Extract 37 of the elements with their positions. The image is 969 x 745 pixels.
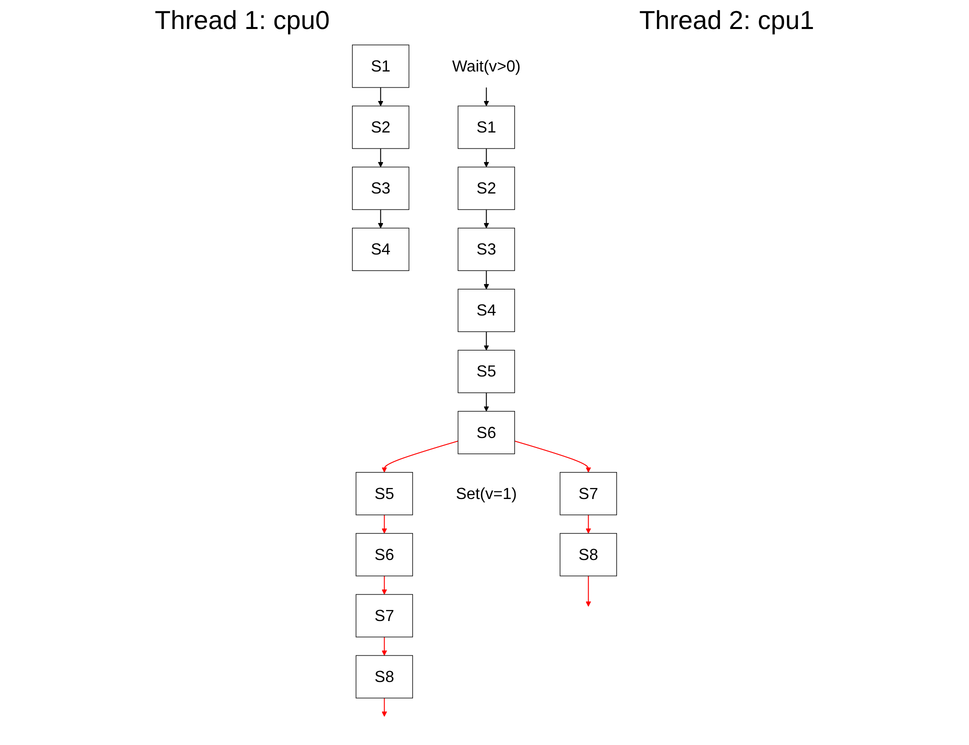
arrow — [382, 440, 458, 473]
column-heading: Thread 2: cpu1 — [639, 4, 814, 36]
node-box: S3 — [458, 228, 515, 271]
node-box: S6 — [458, 410, 515, 454]
node-box: S2 — [352, 106, 410, 149]
node-box: S7 — [356, 594, 413, 638]
node-box: S1 — [458, 106, 515, 149]
arrow — [586, 514, 592, 534]
node-box: S4 — [458, 288, 515, 332]
arrow — [484, 148, 490, 168]
node-text: Wait(v>0) — [452, 56, 521, 76]
node-box: S2 — [458, 166, 515, 210]
arrow — [586, 575, 592, 607]
node-box: S5 — [458, 350, 515, 394]
node-box: S4 — [352, 228, 410, 271]
arrow — [484, 209, 490, 228]
node-label: Set(v=1) — [456, 484, 517, 503]
arrow — [484, 392, 490, 412]
arrow — [378, 209, 384, 228]
column-heading: Thread 1: cpu0 — [154, 4, 330, 36]
node-box: S7 — [560, 472, 617, 516]
arrow — [514, 440, 592, 473]
arrow — [382, 575, 388, 595]
node-box: S6 — [356, 533, 413, 576]
arrow — [382, 514, 388, 534]
arrow — [484, 87, 490, 106]
node-box: S1 — [352, 44, 410, 88]
arrow — [484, 270, 490, 290]
node-box: S5 — [356, 472, 413, 516]
arrow — [378, 87, 384, 106]
node-box: S8 — [356, 655, 413, 698]
arrow — [382, 636, 388, 656]
arrow — [378, 148, 384, 168]
arrow — [484, 331, 490, 350]
node-box: S8 — [560, 533, 617, 576]
node-box: S3 — [352, 166, 410, 210]
arrow — [382, 698, 388, 717]
